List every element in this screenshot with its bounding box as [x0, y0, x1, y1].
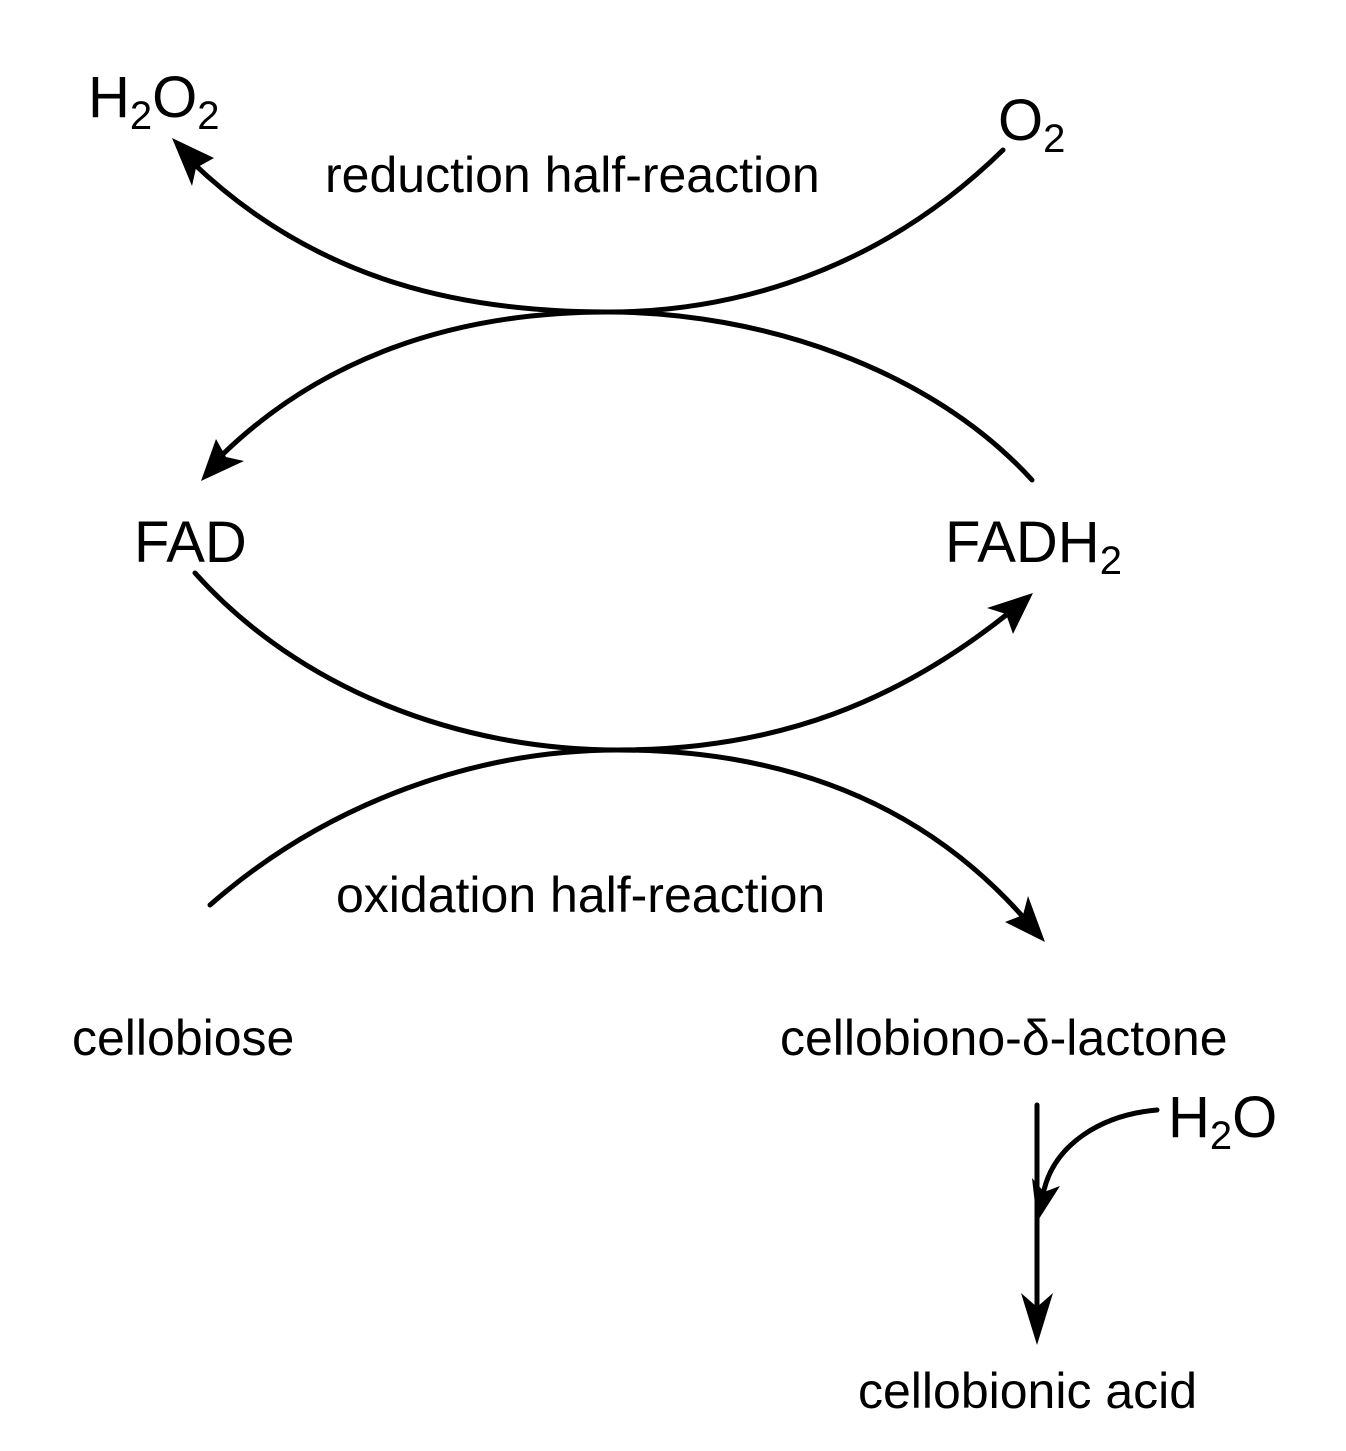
- label-fadh2: FADH2: [945, 510, 1122, 583]
- label-cellobiose: cellobiose: [72, 1010, 294, 1066]
- label-reduction-half-reaction: reduction half-reaction: [325, 147, 820, 203]
- arrowhead-acid: [1021, 1293, 1053, 1345]
- arrowhead-fadh2: [987, 593, 1033, 634]
- arrow-h2o: [1041, 1107, 1160, 1193]
- label-h2o2: H2O2: [88, 65, 220, 138]
- arc-cellobiose-to-lactone: [207, 747, 1027, 921]
- arrowhead-h2o: [1032, 1178, 1060, 1222]
- arc-fad-to-fadh2: [192, 570, 1013, 753]
- label-fad: FAD: [134, 510, 247, 575]
- label-o2: O2: [998, 88, 1065, 161]
- arrowhead-lactone: [1005, 896, 1045, 942]
- label-h2o: H2O: [1168, 1085, 1277, 1158]
- arrowhead-h2o2: [172, 138, 214, 186]
- arrowhead-fad: [201, 439, 244, 481]
- label-cellobiono-lactone: cellobiono-δ-lactone: [780, 1010, 1228, 1066]
- label-cellobionic-acid: cellobionic acid: [858, 1363, 1197, 1419]
- arc-fadh2-to-fad: [219, 309, 1035, 483]
- label-oxidation-half-reaction: oxidation half-reaction: [336, 867, 825, 923]
